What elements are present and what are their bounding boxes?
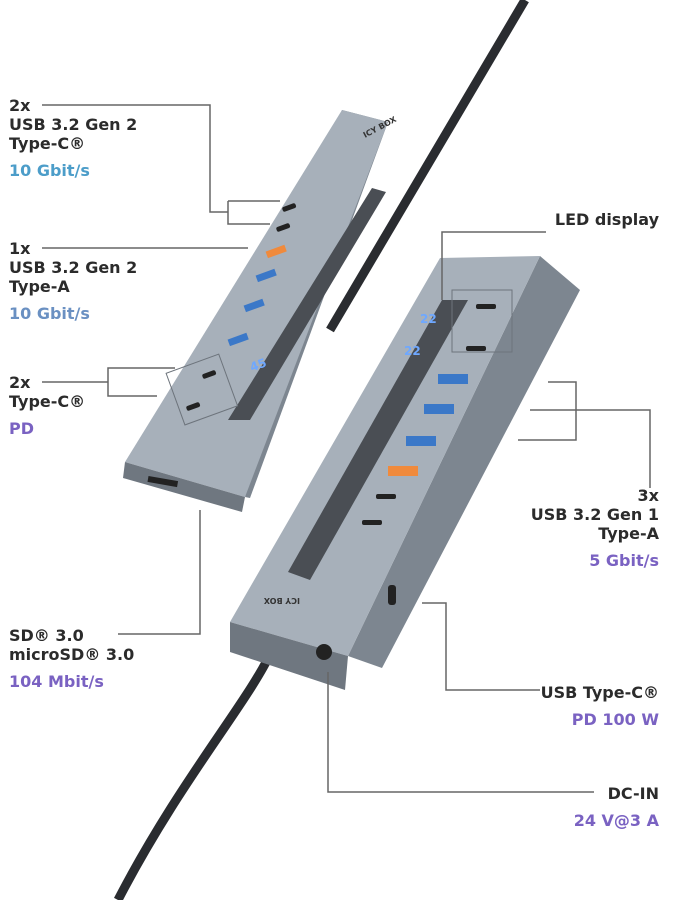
brand-logo: ICY BOX [263, 596, 300, 605]
callout-count: 2x [9, 373, 31, 392]
callout-count: 2x [9, 96, 31, 115]
callout-card-reader: SD® 3.0 microSD® 3.0 104 Mbit/s [9, 626, 134, 691]
callout-title: USB 3.2 Gen 2 [9, 258, 138, 277]
led-strip [288, 300, 468, 580]
callout-count: 3x [637, 486, 659, 505]
callout-dc-in: DC-IN 24 V@3 A [574, 784, 659, 830]
led-strip [228, 188, 386, 420]
callout-led-display: LED display [555, 210, 659, 229]
top-cable [326, 0, 529, 333]
callout-subtitle: Type-A [598, 524, 659, 543]
led-readout-hub2-bottom: 22 [404, 344, 421, 358]
led-readout-hub2-top: 22 [420, 312, 437, 326]
callout-subtitle: Type-C® [9, 134, 86, 153]
callout-subtitle: Type-A [9, 277, 70, 296]
leader-lines [42, 104, 651, 793]
hub-right: ICY BOX [230, 256, 580, 690]
callout-speed: PD [9, 419, 35, 438]
callout-subtitle: microSD® 3.0 [9, 645, 135, 664]
callout-speed: 24 V@3 A [573, 811, 659, 830]
callout-title: SD® 3.0 [9, 626, 84, 645]
hub-left: ICY BOX [123, 110, 399, 512]
callout-title: USB Type-C® [540, 683, 659, 702]
callout-speed: 5 Gbit/s [589, 551, 659, 570]
callout-count: 1x [9, 239, 31, 258]
callout-usb-c-pd: USB Type-C® PD 100 W [541, 683, 659, 729]
callout-speed: 10 Gbit/s [9, 161, 90, 180]
callout-title: USB 3.2 Gen 2 [9, 115, 138, 134]
callout-usb-a-gen1: 3x USB 3.2 Gen 1 Type-A 5 Gbit/s [531, 486, 659, 570]
callout-title: USB 3.2 Gen 1 [530, 505, 659, 524]
callout-speed: PD 100 W [571, 710, 659, 729]
callout-usb-a-gen2: 1x USB 3.2 Gen 2 Type-A 10 Gbit/s [9, 239, 137, 323]
callout-speed: 104 Mbit/s [9, 672, 104, 691]
callout-usb-c-gen2: 2x USB 3.2 Gen 2 Type-C® 10 Gbit/s [9, 96, 137, 180]
callout-type-c-pd: 2x Type-C® PD [9, 373, 85, 438]
callout-title: DC-IN [607, 784, 659, 803]
callout-title: Type-C® [9, 392, 86, 411]
callout-speed: 10 Gbit/s [9, 304, 90, 323]
callout-title: LED display [554, 210, 659, 229]
bottom-cable [114, 648, 277, 900]
